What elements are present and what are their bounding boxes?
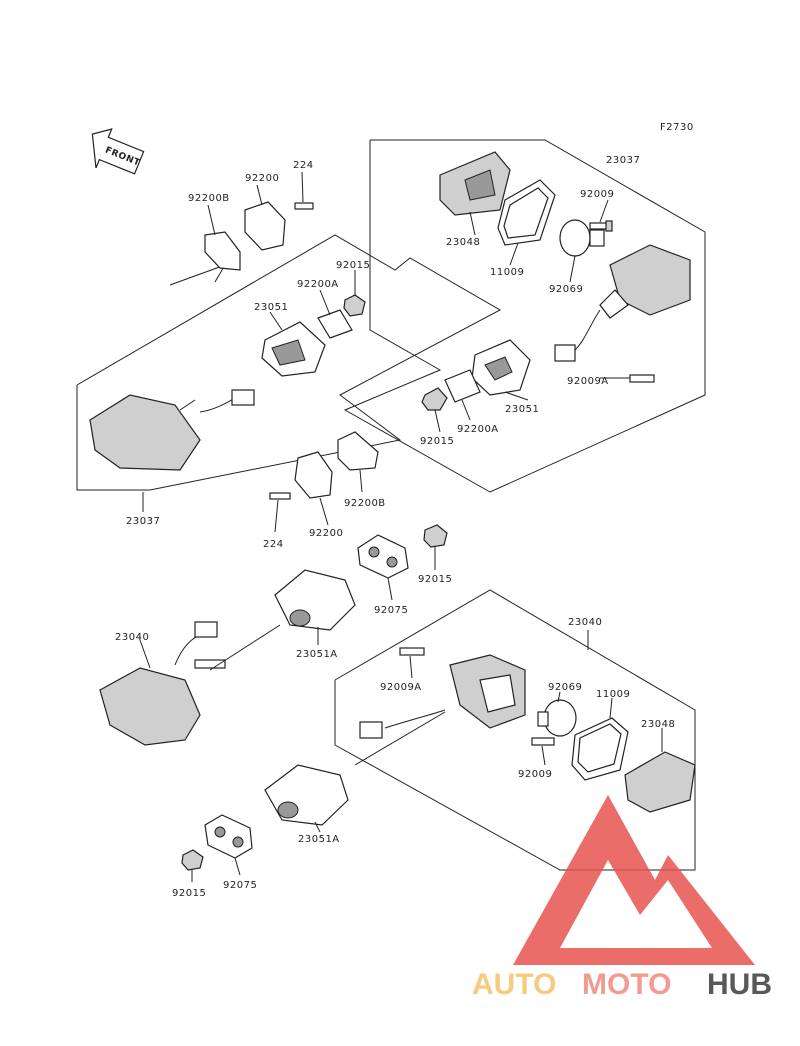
bolt-224-right [269, 492, 291, 500]
nut-92015-lower [181, 849, 204, 871]
watermark-hub: HUB [707, 968, 772, 1001]
lens-23048-upper [439, 151, 511, 216]
grommet-23051A-lower [264, 764, 349, 826]
grommet-23051A-mid [274, 569, 356, 631]
callout-label: 23037 [126, 516, 160, 527]
callout-label: 92015 [420, 436, 454, 447]
callout-label: 92009A [567, 376, 609, 387]
lower-right-frame [334, 589, 696, 871]
callout-label: 92009 [580, 189, 614, 200]
gasket-11009-upper [497, 179, 556, 246]
screw-92009A-lower [399, 647, 425, 656]
callout-label: 11009 [490, 267, 524, 278]
callout-label: 224 [263, 539, 284, 550]
bulb-92069-lower [537, 699, 577, 737]
watermark-auto: AUTO [472, 968, 556, 1001]
signal-housing-23040-right [449, 654, 526, 729]
callout-label: 92009A [380, 682, 422, 693]
upper-right-frame [343, 139, 706, 493]
figure-code: F2730 [660, 122, 694, 133]
bracket-92200-left [244, 201, 286, 251]
bracket-92200-right [294, 451, 333, 499]
callout-label: 92009 [518, 769, 552, 780]
callout-label: 11009 [596, 689, 630, 700]
screw-92009A-right [629, 374, 655, 383]
callout-label: 92015 [418, 574, 452, 585]
callout-label: 92200 [245, 173, 279, 184]
watermark-triangle-icon [513, 795, 755, 965]
grommet-23051-left [261, 321, 326, 377]
callout-label: 92200B [188, 193, 230, 204]
gasket-11009-lower [571, 717, 629, 781]
callout-label: 23048 [641, 719, 675, 730]
callout-label: 23037 [606, 155, 640, 166]
callout-label: 23040 [115, 632, 149, 643]
callout-label: 92015 [172, 888, 206, 899]
callout-label: 92200A [457, 424, 499, 435]
lens-23048-lower [624, 751, 696, 813]
callout-labels: 23037 224 92200 92200B 92009 23048 11009… [115, 155, 675, 899]
bolt-224-left [294, 202, 314, 210]
callout-label: 23040 [568, 617, 602, 628]
callout-label: 92200A [297, 279, 339, 290]
leader-lines [139, 171, 663, 882]
callout-label: 23051 [505, 404, 539, 415]
connector-right [554, 309, 601, 362]
callout-label: 92015 [336, 260, 370, 271]
signal-23040-left [99, 621, 226, 746]
callout-label: 23051A [298, 834, 340, 845]
grommet-23051-right [471, 339, 531, 396]
callout-label: 92069 [549, 284, 583, 295]
nut-92015-mid [423, 524, 448, 548]
callout-label: 92075 [374, 605, 408, 616]
callout-label: 92200B [344, 498, 386, 509]
callout-label: 92200 [309, 528, 343, 539]
plate-92075-mid [357, 534, 409, 579]
plate-92200A-left [317, 309, 353, 339]
screw-92009-upper [589, 220, 613, 232]
nut-92015-right [421, 387, 448, 411]
plate-92200B-left [204, 231, 241, 271]
callout-label: 23051 [254, 302, 288, 313]
watermark-moto: MOTO [582, 968, 671, 1001]
callout-label: 92075 [223, 880, 257, 891]
connector-lower [359, 709, 446, 739]
plate-92200A-right [444, 369, 481, 403]
bulb-92069-upper [559, 219, 605, 257]
plate-92075-lower [204, 814, 253, 859]
callout-label: 23048 [446, 237, 480, 248]
screw-92009-lower [531, 737, 555, 746]
signal-housing-23037-right [599, 244, 691, 319]
front-arrow: FRONT [91, 128, 145, 175]
nut-92015-left [343, 294, 366, 317]
callout-label: 92069 [548, 682, 582, 693]
plate-92200B-right [337, 431, 379, 471]
callout-label: 224 [293, 160, 314, 171]
callout-label: 23051A [296, 649, 338, 660]
watermark-logo: AUTO MOTO HUB [472, 795, 772, 1001]
signal-housing-23037-left [89, 389, 255, 471]
